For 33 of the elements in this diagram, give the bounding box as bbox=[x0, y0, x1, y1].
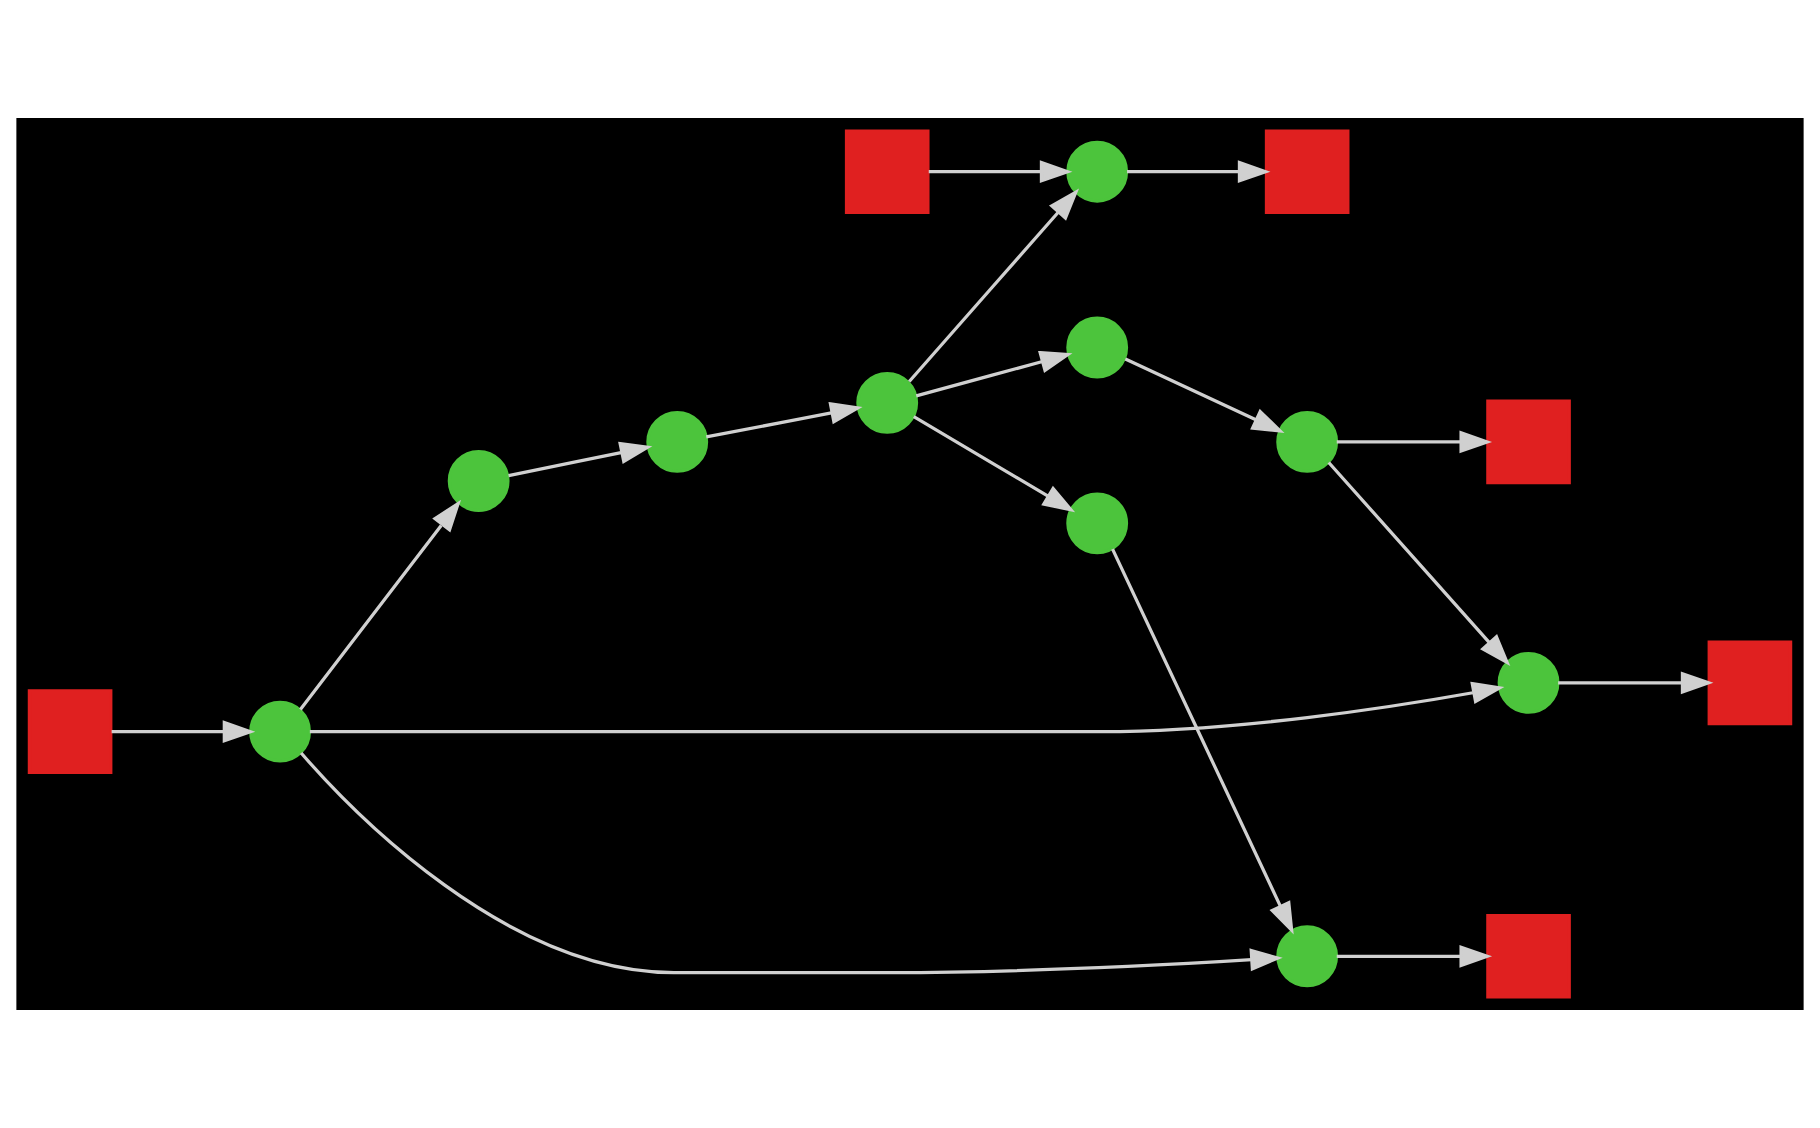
arrow bbox=[1111, 548, 1294, 935]
node-circle bbox=[249, 700, 311, 763]
node-circle bbox=[1276, 411, 1339, 473]
node-circle bbox=[1276, 925, 1339, 988]
arrow bbox=[1336, 944, 1493, 968]
arrow bbox=[299, 751, 1283, 975]
node-box bbox=[1486, 913, 1571, 999]
arrow bbox=[508, 441, 653, 478]
arrow bbox=[1336, 430, 1493, 454]
arrow bbox=[915, 350, 1073, 398]
arrow bbox=[1558, 671, 1714, 695]
node-circle bbox=[1066, 316, 1129, 379]
node-circle bbox=[646, 411, 709, 473]
arrow bbox=[309, 681, 1505, 734]
arrow bbox=[913, 415, 1076, 513]
arrow bbox=[1327, 461, 1511, 667]
node-box bbox=[1486, 399, 1571, 485]
node-box bbox=[1707, 640, 1793, 726]
arrow bbox=[705, 401, 863, 439]
node-circle bbox=[1497, 651, 1560, 714]
node-box bbox=[27, 689, 113, 774]
node-circle bbox=[856, 371, 919, 434]
node-box bbox=[1264, 129, 1350, 215]
node-circle bbox=[1066, 492, 1129, 555]
node-box bbox=[844, 129, 930, 215]
node-circle bbox=[1066, 140, 1129, 203]
arrow bbox=[928, 160, 1073, 184]
arrow bbox=[299, 499, 462, 711]
arrow bbox=[111, 720, 256, 744]
node-circle bbox=[447, 450, 510, 512]
arrow bbox=[1124, 357, 1285, 433]
arrow bbox=[908, 188, 1080, 383]
arrow bbox=[1127, 160, 1271, 184]
